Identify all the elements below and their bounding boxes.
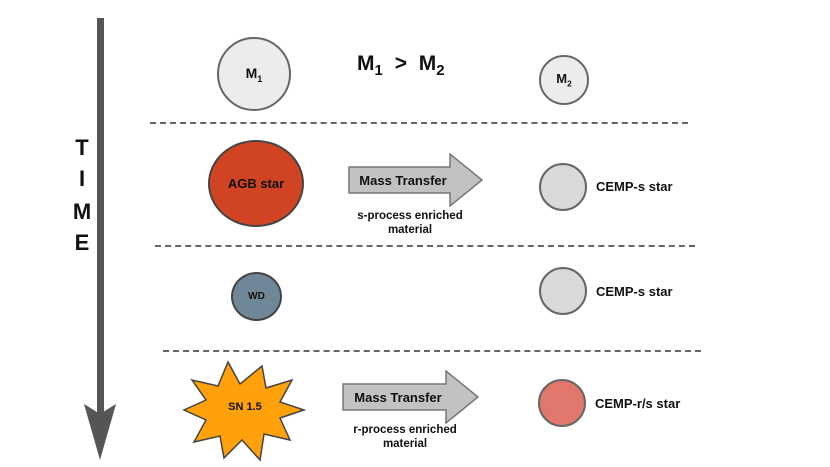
star-m1: M1: [217, 37, 291, 111]
time-letter-e: E: [74, 230, 90, 255]
time-letter-i: I: [78, 166, 86, 191]
star-m2-label: M2: [556, 71, 572, 89]
mass-relation: M1 > M2: [357, 52, 445, 80]
time-arrow: [84, 18, 116, 460]
r-process-note: r-process enriched material: [353, 424, 457, 450]
mass-transfer-arrow-2: [342, 370, 480, 424]
star-m1-label: M1: [245, 64, 263, 84]
star-m2: M2: [539, 55, 589, 105]
row-divider-2: [155, 245, 695, 247]
row-divider-3: [163, 350, 701, 352]
cemp-s-label-2: CEMP-s star: [596, 284, 673, 299]
cemp-rs-label: CEMP-r/s star: [595, 396, 681, 411]
time-letter-m: M: [72, 199, 92, 224]
cemp-s-star-1: [539, 163, 587, 211]
row-divider-1: [150, 122, 688, 124]
mass-transfer-arrow-1: [348, 153, 484, 207]
cemp-rs-star: [538, 379, 586, 427]
supernova-label: SN 1.5: [228, 401, 262, 413]
cemp-s-label-1: CEMP-s star: [596, 179, 673, 194]
mass-transfer-label-1: Mass Transfer: [359, 173, 447, 188]
white-dwarf: WD: [231, 272, 282, 321]
cemp-s-star-2: [539, 267, 587, 315]
s-process-note: s-process enriched material: [357, 210, 463, 236]
supernova-burst: [182, 360, 307, 462]
mass-transfer-label-2: Mass Transfer: [354, 390, 442, 405]
time-letter-t: T: [75, 135, 89, 160]
agb-star: AGB star: [208, 140, 304, 227]
